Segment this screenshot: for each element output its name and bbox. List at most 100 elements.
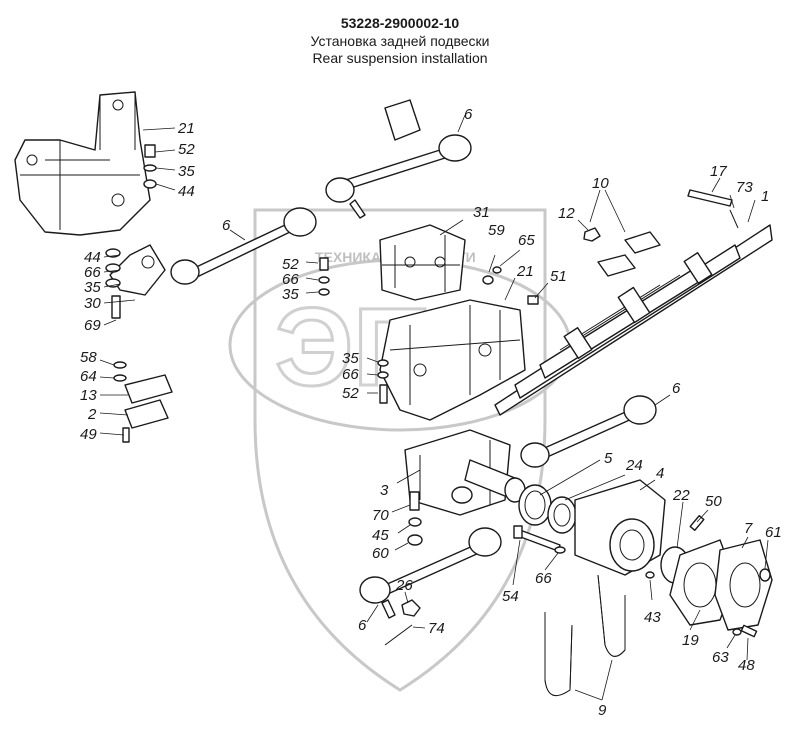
leaf-spring-1 bbox=[494, 224, 773, 416]
washer-35-upper-left bbox=[143, 164, 157, 172]
callout-2: 2 bbox=[87, 406, 97, 423]
washer-35-lower bbox=[377, 359, 389, 367]
callout-44: 44 bbox=[84, 249, 101, 266]
callout-45: 45 bbox=[372, 527, 389, 544]
nut-26 bbox=[401, 599, 421, 617]
reaction-rod-lower-left bbox=[359, 527, 502, 619]
callout-6: 6 bbox=[222, 217, 231, 234]
callout-6: 6 bbox=[672, 380, 681, 397]
callout-70: 70 bbox=[372, 507, 389, 524]
callout-66: 66 bbox=[84, 264, 101, 281]
callout-21: 21 bbox=[516, 263, 534, 280]
washer-45 bbox=[408, 517, 422, 527]
callout-4: 4 bbox=[656, 465, 664, 482]
title-english: Rear suspension installation bbox=[312, 50, 488, 66]
callout-10: 10 bbox=[592, 175, 609, 192]
bolt-70 bbox=[409, 491, 420, 511]
central-bracket-31 bbox=[379, 224, 466, 301]
nut-12 bbox=[583, 227, 601, 242]
callout-61: 61 bbox=[765, 524, 782, 541]
callout-69: 69 bbox=[84, 317, 101, 334]
nut-60 bbox=[407, 534, 423, 546]
plate-2 bbox=[122, 399, 169, 443]
washer-66-balancer bbox=[554, 546, 566, 554]
leader-lines bbox=[99, 114, 769, 701]
callout-31: 31 bbox=[473, 204, 490, 221]
cover-7 bbox=[714, 539, 773, 631]
washer-35-middle bbox=[318, 288, 330, 296]
plug-61 bbox=[759, 568, 771, 582]
plate-13 bbox=[113, 361, 173, 404]
shackle-10 bbox=[597, 231, 661, 277]
crossmember-bracket-21 bbox=[379, 299, 526, 421]
callout-numbers: 21 52 35 44 44 66 35 30 69 58 64 13 2 49… bbox=[80, 106, 782, 719]
callout-43: 43 bbox=[644, 609, 661, 626]
callout-12: 12 bbox=[558, 205, 575, 222]
callout-30: 30 bbox=[84, 295, 101, 312]
callout-54: 54 bbox=[502, 588, 519, 605]
callout-17: 17 bbox=[710, 163, 727, 180]
upper-bracket-21 bbox=[14, 91, 151, 236]
callout-9: 9 bbox=[598, 702, 607, 719]
callout-66: 66 bbox=[342, 366, 359, 383]
callout-24: 24 bbox=[625, 457, 643, 474]
hub-4 bbox=[574, 479, 666, 576]
pin-17 bbox=[687, 189, 733, 207]
bolt-52-middle bbox=[319, 257, 329, 271]
callout-64: 64 bbox=[80, 368, 97, 385]
nut-59 bbox=[482, 275, 494, 285]
callout-19: 19 bbox=[682, 632, 699, 649]
reaction-rod-upper-left bbox=[170, 207, 317, 285]
callout-66: 66 bbox=[535, 570, 552, 587]
nut-44-upper-left bbox=[143, 179, 157, 189]
callout-7: 7 bbox=[744, 520, 753, 537]
callout-49: 49 bbox=[80, 426, 97, 443]
washer-63 bbox=[732, 628, 742, 636]
callout-52: 52 bbox=[342, 385, 359, 402]
callout-52: 52 bbox=[282, 256, 299, 273]
callout-59: 59 bbox=[488, 222, 505, 239]
u-bolt-9-left bbox=[544, 612, 573, 697]
bolt-51 bbox=[527, 295, 539, 305]
callout-44: 44 bbox=[178, 183, 195, 200]
bolt-52-upper-left bbox=[144, 144, 156, 158]
callout-60: 60 bbox=[372, 545, 389, 562]
callout-26: 26 bbox=[395, 577, 413, 594]
split-pin-74 bbox=[384, 624, 413, 646]
washer-65 bbox=[492, 266, 502, 274]
part-code: 53228-2900002-10 bbox=[340, 15, 460, 31]
callout-66: 66 bbox=[282, 271, 299, 288]
callout-74: 74 bbox=[428, 620, 445, 637]
callout-1: 1 bbox=[761, 188, 769, 205]
u-bolt-9-right bbox=[597, 574, 626, 657]
reaction-rod-middle-right bbox=[520, 395, 657, 468]
bolt-48 bbox=[740, 624, 758, 638]
callout-3: 3 bbox=[380, 482, 389, 499]
callout-65: 65 bbox=[518, 232, 535, 249]
callout-6: 6 bbox=[358, 617, 367, 634]
callout-35: 35 bbox=[84, 279, 101, 296]
split-pin-73 bbox=[729, 209, 739, 229]
callout-13: 13 bbox=[80, 387, 97, 404]
callout-35: 35 bbox=[342, 350, 359, 367]
washer-66-lower bbox=[377, 371, 389, 379]
callout-73: 73 bbox=[736, 179, 753, 196]
callout-35: 35 bbox=[178, 163, 195, 180]
callout-22: 22 bbox=[672, 487, 690, 504]
callout-35: 35 bbox=[282, 286, 299, 303]
callout-63: 63 bbox=[712, 649, 729, 666]
bolt-50 bbox=[689, 515, 705, 531]
callout-6: 6 bbox=[464, 106, 473, 123]
callout-48: 48 bbox=[738, 657, 755, 674]
bolt-52-lower bbox=[379, 384, 388, 404]
callout-52: 52 bbox=[178, 141, 195, 158]
callout-50: 50 bbox=[705, 493, 722, 510]
callout-21: 21 bbox=[177, 120, 195, 137]
title-russian: Установка задней подвески bbox=[310, 33, 490, 49]
ring-24 bbox=[547, 496, 577, 534]
washer-43 bbox=[645, 571, 655, 579]
washer-66-middle bbox=[318, 276, 330, 284]
callout-5: 5 bbox=[604, 450, 613, 467]
